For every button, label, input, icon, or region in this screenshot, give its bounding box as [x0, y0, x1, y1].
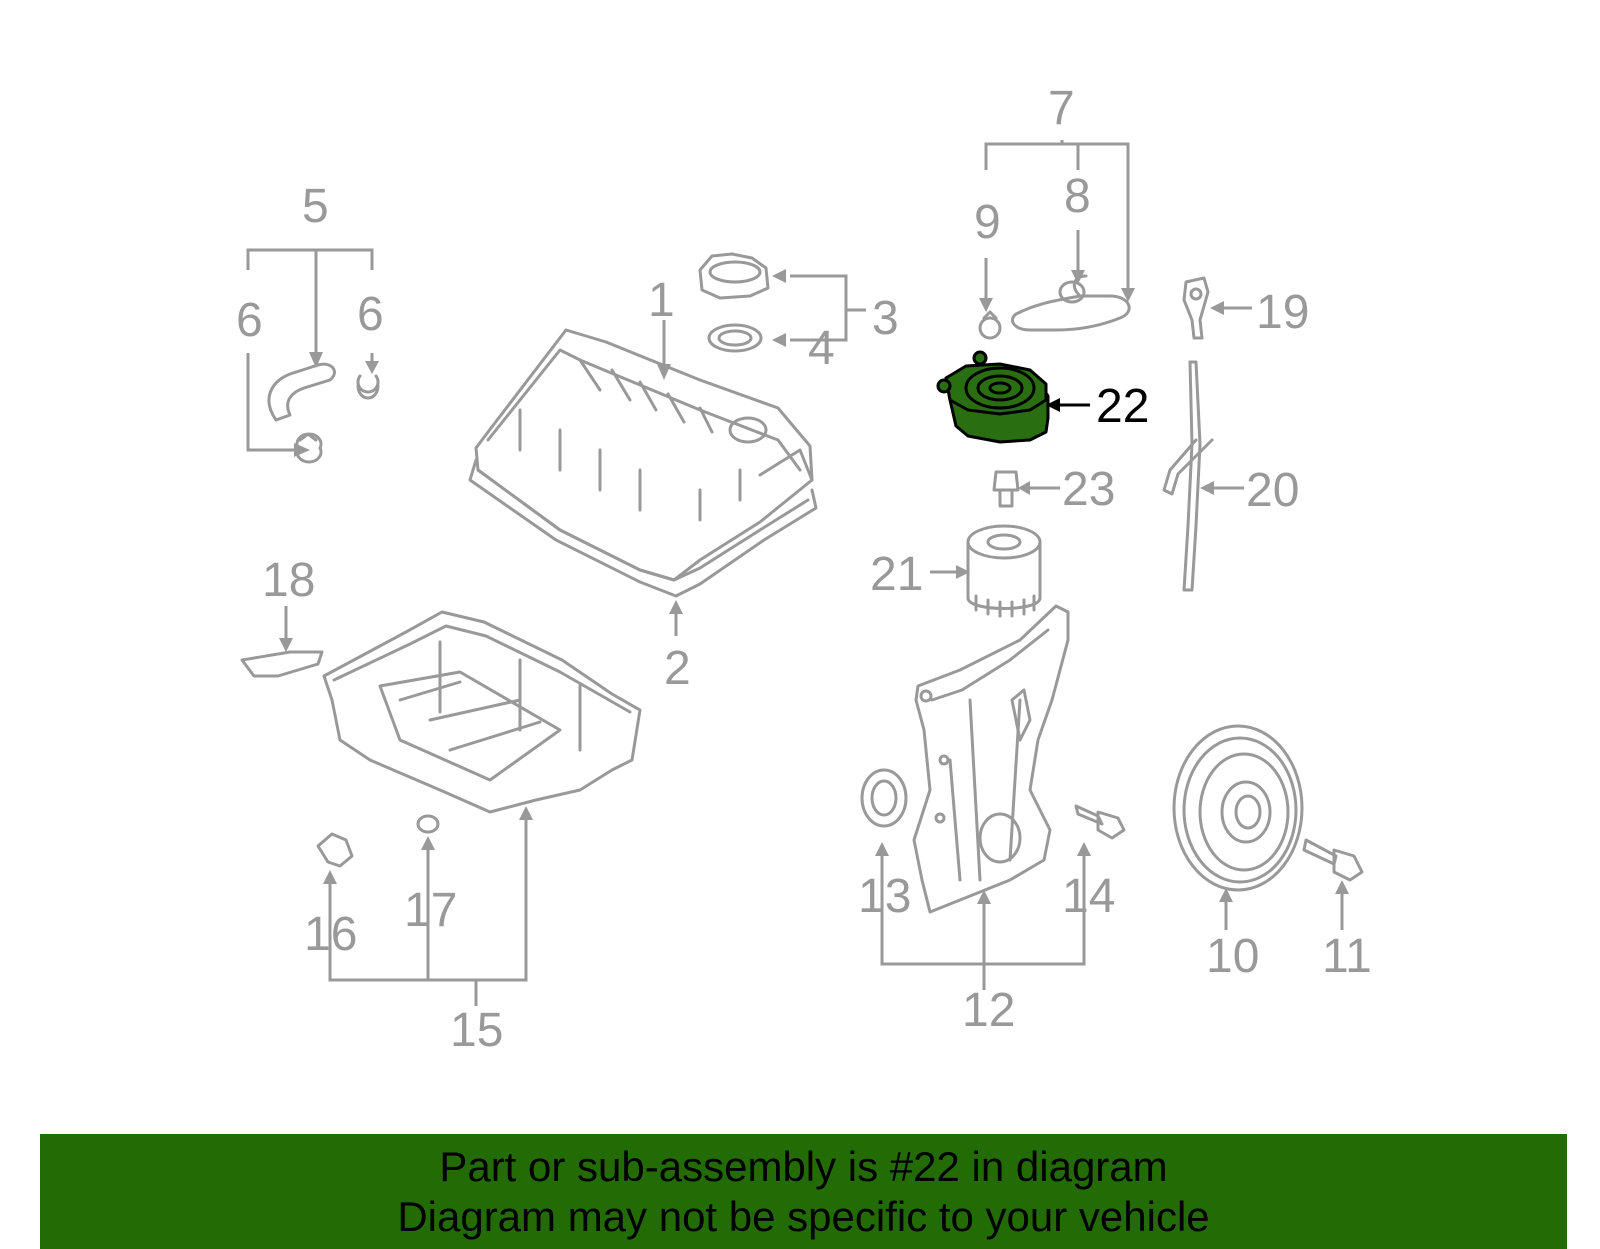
callout-21: 21	[870, 548, 923, 601]
callout-2: 2	[664, 642, 691, 695]
dipstick-tube	[1162, 360, 1214, 592]
callout-20: 20	[1246, 464, 1299, 517]
callout-17: 17	[404, 884, 457, 937]
callout-15: 15	[450, 1004, 503, 1057]
valve-cover-gasket	[468, 458, 818, 598]
drain-plug-gasket	[416, 814, 440, 834]
callout-18: 18	[262, 554, 315, 607]
callout-6-right: 6	[357, 288, 384, 341]
oil-pan-bracket	[240, 650, 324, 678]
oil-filler-cap	[698, 252, 770, 300]
callout-1: 1	[648, 274, 675, 327]
callout-4: 4	[808, 322, 835, 375]
oil-cooler-bolt	[992, 470, 1020, 508]
oil-filter	[966, 524, 1042, 618]
callout-23: 23	[1062, 463, 1115, 516]
callout-12: 12	[962, 984, 1015, 1037]
callout-5: 5	[302, 180, 329, 233]
callout-6-left: 6	[236, 294, 263, 347]
callout-19: 19	[1256, 286, 1309, 339]
callout-13: 13	[858, 870, 911, 923]
breather-hose-group	[978, 140, 1135, 340]
dipstick-handle	[1182, 276, 1210, 340]
callout-11: 11	[1322, 930, 1372, 983]
info-banner: Part or sub-assembly is #22 in diagram D…	[40, 1134, 1567, 1249]
crankshaft-pulley-bolt	[1302, 838, 1364, 882]
pcv-hose-group	[246, 248, 380, 464]
callout-22: 22	[1096, 380, 1149, 433]
oil-filler-gasket	[707, 323, 763, 353]
callout-16: 16	[304, 908, 357, 961]
timing-cover-bolt	[1074, 804, 1126, 840]
callout-8: 8	[1064, 170, 1091, 223]
timing-chain-cover	[912, 604, 1070, 914]
cylinder-head-cover	[474, 328, 814, 582]
banner-line-2: Diagram may not be specific to your vehi…	[397, 1193, 1210, 1240]
oil-pan	[322, 610, 642, 814]
callout-7: 7	[1048, 82, 1075, 135]
callout-3: 3	[872, 292, 899, 345]
callout-9: 9	[974, 196, 1001, 249]
crankshaft-seal	[860, 768, 908, 828]
banner-line-1: Part or sub-assembly is #22 in diagram	[439, 1143, 1168, 1190]
oil-cooler-highlighted	[936, 350, 1050, 444]
oil-drain-plug	[316, 832, 354, 868]
callout-10: 10	[1206, 930, 1259, 983]
crankshaft-pulley	[1172, 724, 1304, 892]
callout-14: 14	[1062, 870, 1115, 923]
